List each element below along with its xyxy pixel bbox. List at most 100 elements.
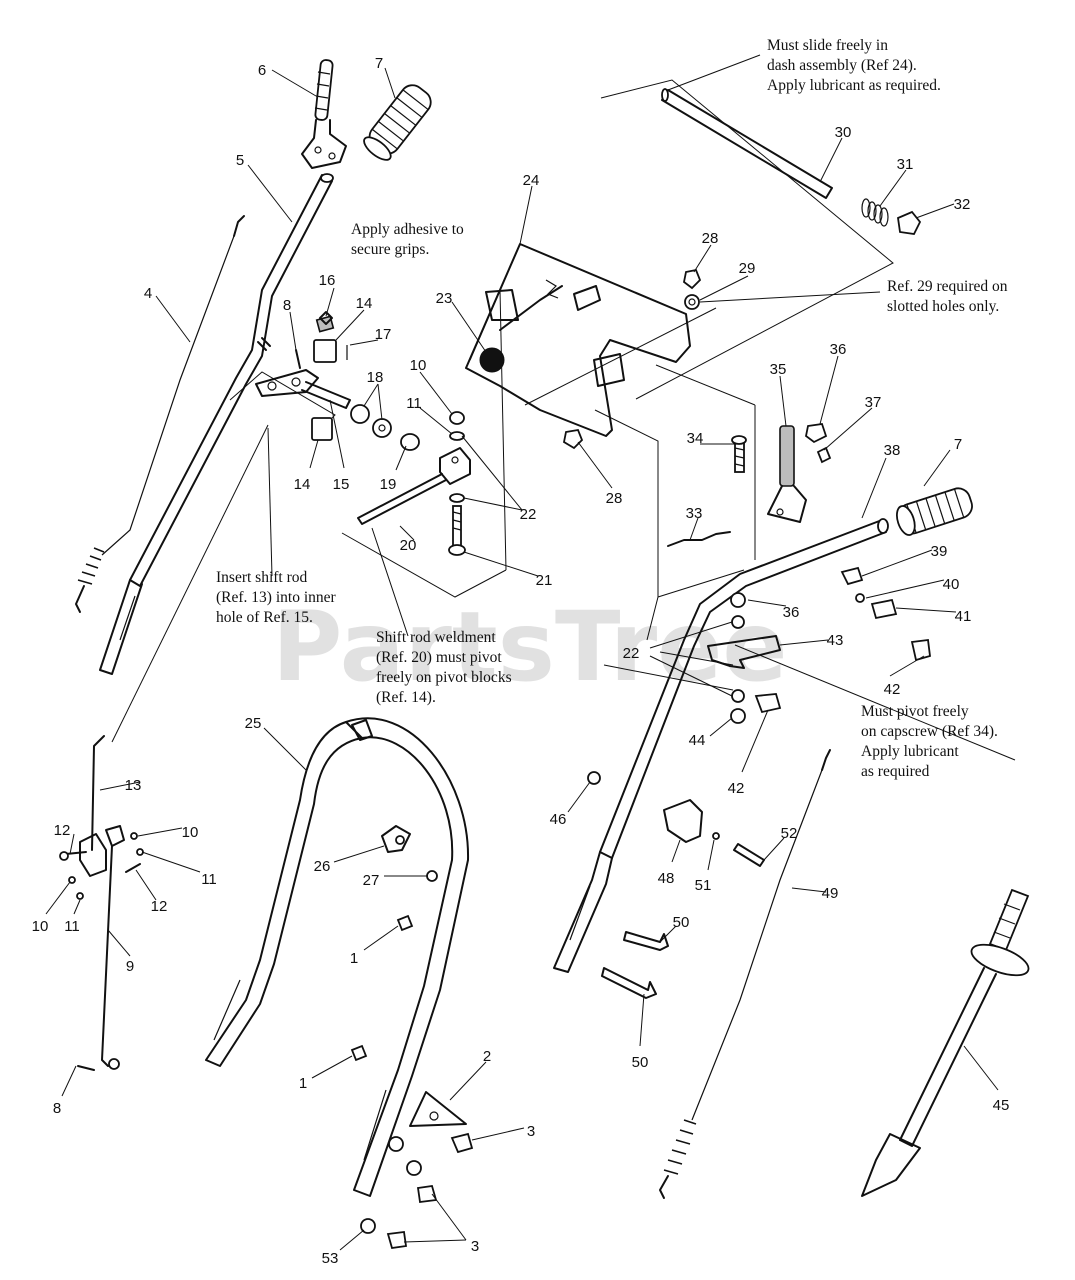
note-shift-line: Insert shift rod xyxy=(216,569,308,586)
callout-c6: 6 xyxy=(258,62,266,79)
callout-c28b: 28 xyxy=(606,490,623,507)
callout-c1a: 1 xyxy=(350,950,358,967)
note-weldment-line: freely on pivot blocks xyxy=(376,669,512,686)
callout-c7b: 7 xyxy=(954,436,962,453)
callout-c48: 48 xyxy=(658,870,675,887)
lower-left-linkage xyxy=(59,735,144,1071)
callout-c40: 40 xyxy=(943,576,960,593)
callout-c21: 21 xyxy=(536,572,553,589)
note-ref29: Ref. 29 required on slotted holes only. xyxy=(887,278,1008,315)
callout-c44: 44 xyxy=(689,732,706,749)
callout-c3a: 3 xyxy=(527,1123,535,1140)
note-grips-line: secure grips. xyxy=(351,241,429,258)
callout-c51: 51 xyxy=(695,877,712,894)
part-4-cable xyxy=(75,215,245,613)
callout-c28a: 28 xyxy=(702,230,719,247)
callout-c49: 49 xyxy=(822,885,839,902)
callout-c26: 26 xyxy=(314,858,331,875)
callout-c37: 37 xyxy=(865,394,882,411)
callout-c17: 17 xyxy=(375,326,392,343)
callout-c5: 5 xyxy=(236,152,244,169)
note-ref29-line: Ref. 29 required on xyxy=(887,278,1008,295)
callout-c30: 30 xyxy=(835,124,852,141)
callout-c18: 18 xyxy=(367,369,384,386)
note-grips: Apply adhesive to secure grips. xyxy=(351,221,464,258)
right-hardware xyxy=(667,531,931,724)
note-shift: Insert shift rod (Ref. 13) into inner hole… xyxy=(216,569,337,626)
note-weldment-line: Shift rod weldment xyxy=(376,629,496,646)
part-7-grip xyxy=(363,84,432,161)
callout-c35: 35 xyxy=(770,361,787,378)
note-slide-line: dash assembly (Ref 24). xyxy=(767,57,917,74)
callout-c39: 39 xyxy=(931,543,948,560)
callout-c50a: 50 xyxy=(673,914,690,931)
note-pivot-line: on capscrew (Ref 34). xyxy=(861,723,998,740)
callout-c14a: 14 xyxy=(356,295,373,312)
callout-c41: 41 xyxy=(955,608,972,625)
note-pivot-line: Apply lubricant xyxy=(861,743,959,760)
callout-c27: 27 xyxy=(363,872,380,889)
lower-right-hardware xyxy=(587,771,765,999)
note-ref29-line: slotted holes only. xyxy=(887,298,999,315)
callout-c52: 52 xyxy=(781,825,798,842)
callout-c33: 33 xyxy=(686,505,703,522)
callout-c3b: 3 xyxy=(471,1238,479,1255)
part-25-frame xyxy=(205,717,470,1197)
callout-c53: 53 xyxy=(322,1250,339,1267)
part-49-cable xyxy=(659,749,831,1199)
note-slide-line: Apply lubricant as required. xyxy=(767,77,941,94)
note-leaders xyxy=(267,54,761,637)
part-6-lever xyxy=(301,59,347,169)
part-7-grip-right xyxy=(896,487,973,536)
note-weldment-line: (Ref. 14). xyxy=(376,689,436,706)
callout-c22b: 22 xyxy=(623,645,640,662)
callout-c8b: 8 xyxy=(53,1100,61,1117)
callout-c22a: 22 xyxy=(520,506,537,523)
callout-c25: 25 xyxy=(245,715,262,732)
callout-c50b: 50 xyxy=(632,1054,649,1071)
leader-lines xyxy=(45,67,999,1251)
callout-c2: 2 xyxy=(483,1048,491,1065)
watermark: PartsTree xyxy=(272,591,787,703)
shift-assembly xyxy=(255,311,420,451)
callout-c11b: 11 xyxy=(201,871,217,888)
callout-c24: 24 xyxy=(523,172,540,189)
part-30-rod xyxy=(661,88,922,235)
callout-c4: 4 xyxy=(144,285,152,302)
callout-c15: 15 xyxy=(333,476,350,493)
callout-c42b: 42 xyxy=(728,780,745,797)
note-slide-line: Must slide freely in xyxy=(767,37,888,54)
callout-c36a: 36 xyxy=(830,341,847,358)
note-pivot-line: Must pivot freely xyxy=(861,703,969,720)
callout-c36b: 36 xyxy=(783,604,800,621)
callout-c12a: 12 xyxy=(54,822,71,839)
note-shift-line: hole of Ref. 15. xyxy=(216,609,313,626)
callout-c32: 32 xyxy=(954,196,971,213)
callout-c13: 13 xyxy=(125,777,142,794)
note-grips-line: Apply adhesive to xyxy=(351,221,464,238)
part-45-rod xyxy=(861,888,1030,1197)
note-slide: Must slide freely in dash assembly (Ref 2… xyxy=(767,37,941,94)
callout-c23: 23 xyxy=(436,290,453,307)
callout-c14b: 14 xyxy=(294,476,311,493)
note-shift-line: (Ref. 13) into inner xyxy=(216,589,337,606)
callout-c34: 34 xyxy=(687,430,704,447)
callout-c8a: 8 xyxy=(283,297,291,314)
callout-c38: 38 xyxy=(884,442,901,459)
part-5-left-handle xyxy=(99,173,334,675)
callout-c10b: 10 xyxy=(182,824,199,841)
part-24-dash-panel xyxy=(465,243,691,437)
callout-c1b: 1 xyxy=(299,1075,307,1092)
assembly-notes: Apply adhesive to secure grips. Must slide… xyxy=(216,37,1008,780)
part-38-right-handle xyxy=(553,518,889,973)
callout-c42a: 42 xyxy=(884,681,901,698)
callout-c12b: 12 xyxy=(151,898,168,915)
callout-c7a: 7 xyxy=(375,55,383,72)
callout-c46: 46 xyxy=(550,811,567,828)
callout-c31: 31 xyxy=(897,156,914,173)
callout-c9: 9 xyxy=(126,958,134,975)
callout-c11c: 11 xyxy=(64,918,80,935)
